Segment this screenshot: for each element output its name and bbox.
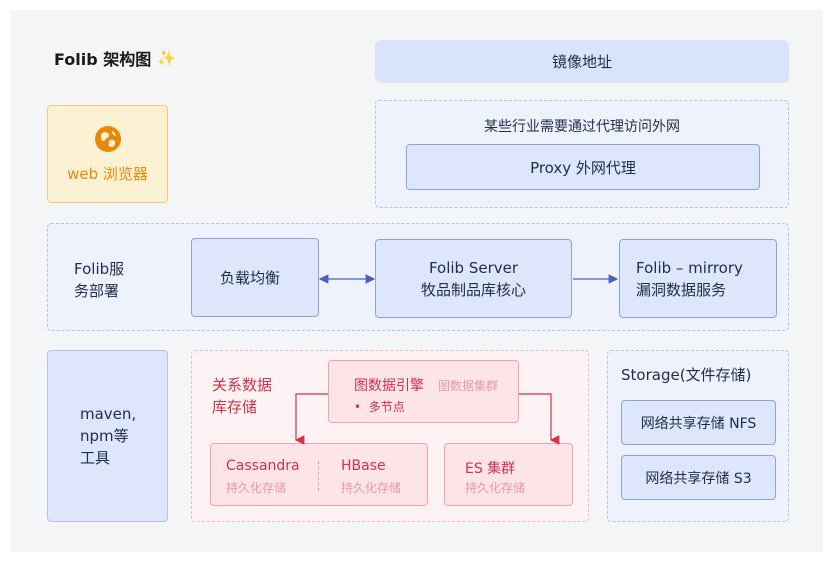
deploy-label-line2: 务部署 (74, 282, 120, 300)
hbase-title: HBase (341, 458, 386, 474)
proxy-box: Proxy 外网代理 (406, 144, 760, 190)
nfs-storage-box: 网络共享存储 NFS (621, 400, 776, 445)
es-title: ES 集群 (465, 461, 516, 477)
db-label-line1: 关系数据 (212, 376, 273, 394)
es-cluster-box (444, 443, 573, 506)
title-text: Folib 架构图 (54, 50, 152, 69)
bullet-icon: • (354, 400, 369, 414)
tools-line1: maven, (80, 405, 137, 423)
proxy-box-label: Proxy 外网代理 (530, 158, 636, 177)
hbase-sub: 持久化存储 (341, 481, 402, 495)
graph-engine-box (328, 360, 519, 423)
diagram-title: Folib 架构图 ✨ (54, 46, 176, 70)
tools-box: maven, npm等 工具 (47, 350, 168, 522)
server-line1: Folib Server (428, 258, 519, 277)
cassandra-sub: 持久化存储 (226, 481, 287, 495)
deploy-section-label: Folib服 务部署 (74, 258, 144, 302)
storage-title: Storage(文件存储) (621, 366, 752, 384)
cassandra-title: Cassandra (226, 458, 300, 474)
s3-label: 网络共享存储 S3 (645, 470, 752, 487)
graph-bullet-item: • 多节点 (354, 398, 405, 415)
web-browser-box: web 浏览器 (47, 105, 168, 203)
mirrory-line2: 漏洞数据服务 (636, 280, 727, 299)
web-browser-label: web 浏览器 (67, 164, 148, 183)
sparkle-icon: ✨ (157, 49, 176, 67)
graph-engine-title: 图数据引擎 (354, 378, 424, 394)
cassandra-hbase-box (210, 443, 428, 506)
mirrory-line1: Folib – mirrory (636, 258, 743, 277)
es-sub: 持久化存储 (465, 481, 526, 495)
server-line2: 牧品制品库核心 (420, 280, 526, 299)
graph-cluster-label: 图数据集群 (438, 379, 499, 393)
folib-server-box: Folib Server 牧品制品库核心 (375, 239, 572, 318)
load-balancer-label: 负载均衡 (220, 268, 281, 287)
tools-line2: npm等 (80, 427, 129, 445)
graph-bullet-text: 多节点 (368, 400, 405, 414)
cell-divider (318, 461, 319, 491)
tools-line3: 工具 (80, 449, 111, 467)
globe-icon (94, 125, 121, 152)
mirror-address-box: 镜像地址 (375, 40, 789, 83)
graph-cassandra-connector (294, 393, 328, 445)
folib-mirrory-box: Folib – mirrory 漏洞数据服务 (619, 239, 777, 318)
load-balancer-box: 负载均衡 (191, 238, 319, 317)
proxy-note: 某些行业需要通过代理访问外网 (484, 119, 680, 135)
nfs-label: 网络共享存储 NFS (640, 415, 757, 432)
deploy-label-line1: Folib服 (74, 260, 125, 278)
s3-storage-box: 网络共享存储 S3 (621, 455, 776, 500)
mirror-address-label: 镜像地址 (551, 53, 612, 71)
db-label-line2: 库存储 (212, 398, 258, 416)
database-section-label: 关系数据 库存储 (212, 374, 292, 418)
graph-es-connector (519, 393, 560, 445)
